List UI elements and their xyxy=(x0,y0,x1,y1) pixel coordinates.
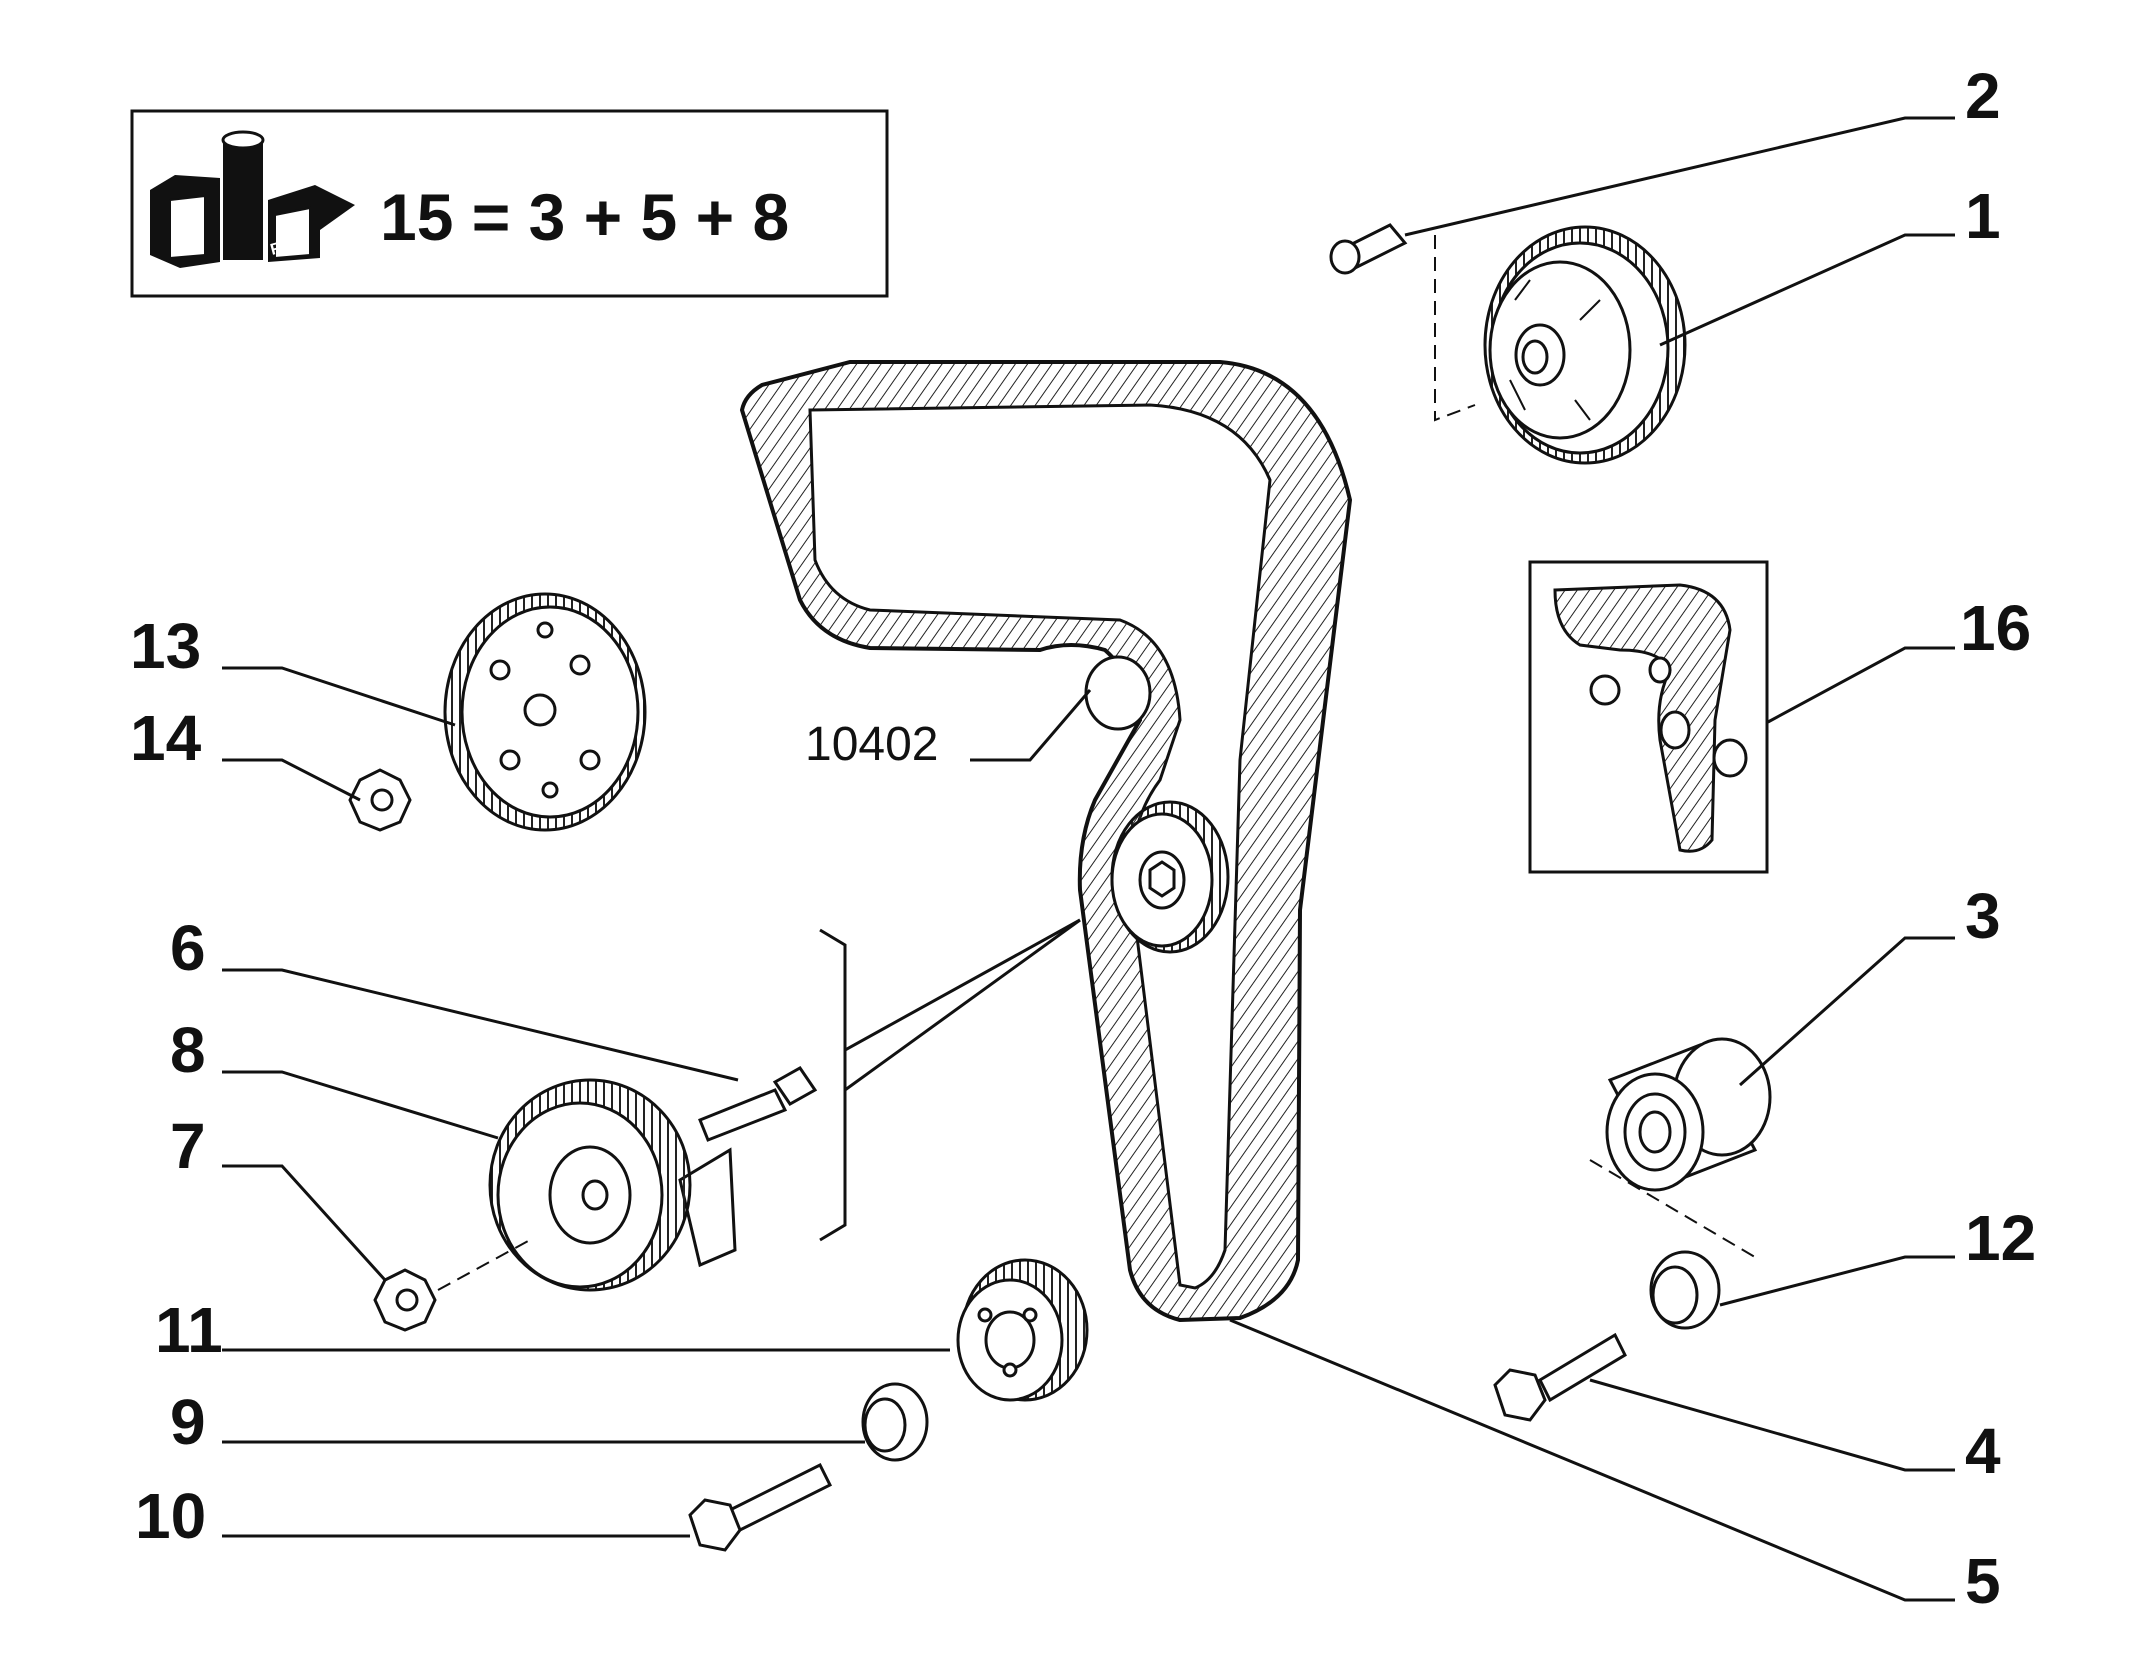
kit-box: FIAT FIAT 15 = 3 + 5 + 8 xyxy=(130,109,889,298)
nut-part-14-icon xyxy=(348,768,412,832)
part-label-6: 6 xyxy=(170,912,206,984)
idler-pulley-part-11-icon xyxy=(956,1258,1089,1402)
nut-part-7-icon xyxy=(373,1239,531,1332)
part-label-5: 5 xyxy=(1965,1545,2001,1617)
belt-idler-icon xyxy=(1084,655,1152,731)
tensioner-kit-inset xyxy=(1528,560,1769,874)
spacer-part-9-icon xyxy=(861,1382,929,1462)
bolt-part-2-icon xyxy=(1329,223,1408,275)
timing-belt-icon xyxy=(739,360,1353,1323)
part-label-3: 3 xyxy=(1965,880,2001,952)
tensioner-pulley-part-8-icon xyxy=(488,1078,737,1292)
part-label-14: 14 xyxy=(130,702,202,774)
belt-tensioner-pulley-icon xyxy=(1110,800,1230,954)
bolt-part-6-icon xyxy=(698,1066,818,1142)
kit-logo-icon: FIAT FIAT xyxy=(150,130,355,268)
part-label-4: 4 xyxy=(1965,1415,2001,1487)
part-label-2: 2 xyxy=(1965,60,2001,132)
part-label-11: 11 xyxy=(155,1294,223,1366)
reference-code: 10402 xyxy=(805,718,938,771)
pulley-part-3-icon xyxy=(1589,1037,1772,1261)
part-label-13: 13 xyxy=(130,610,201,682)
kit-formula: 15 = 3 + 5 + 8 xyxy=(380,180,789,254)
part-label-8: 8 xyxy=(170,1014,206,1086)
part-label-7: 7 xyxy=(170,1110,206,1182)
part-label-10: 10 xyxy=(135,1480,206,1552)
kit-logo-text: FIAT xyxy=(182,203,205,240)
bolt-part-10-icon xyxy=(688,1462,833,1552)
gear-part-13-icon xyxy=(443,592,647,832)
part-label-16: 16 xyxy=(1960,592,2031,664)
part-label-12: 12 xyxy=(1965,1202,2036,1274)
part-label-1: 1 xyxy=(1965,180,2001,252)
spacer-part-12-icon xyxy=(1649,1250,1721,1330)
camshaft-gear-part-1-icon xyxy=(1434,225,1687,465)
bolt-part-4-icon xyxy=(1493,1332,1627,1422)
part-label-9: 9 xyxy=(170,1386,206,1458)
